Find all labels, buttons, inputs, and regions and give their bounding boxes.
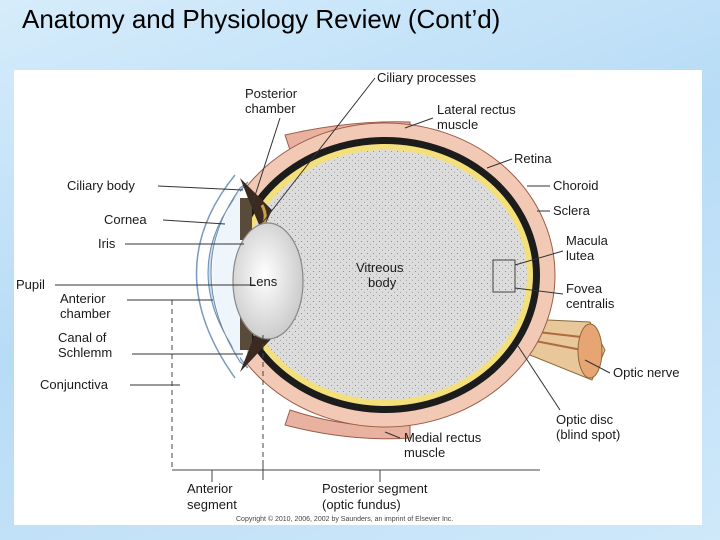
label-fovea-centralis: Fovea centralis [566, 281, 615, 311]
label-sclera: Sclera [553, 203, 591, 218]
copyright-notice: Copyright © 2010, 2006, 2002 by Saunders… [236, 516, 454, 523]
label-optic-nerve: Optic nerve [613, 365, 679, 380]
label-anterior-chamber: Anterior chamber [60, 291, 111, 321]
label-conjunctiva: Conjunctiva [40, 377, 109, 392]
label-ciliary-processes: Ciliary processes [377, 70, 476, 85]
vitreous-body-shape [243, 150, 527, 400]
label-anterior-segment: Anterior segment [187, 481, 237, 512]
label-macula-lutea: Macula lutea [566, 233, 612, 263]
label-medial-rectus-muscle: Medial rectus muscle [404, 430, 485, 460]
medial-rectus-muscle [284, 409, 411, 440]
iris-shape [240, 198, 252, 240]
slide-title: Anatomy and Physiology Review (Cont’d) [22, 4, 501, 34]
optic-nerve-end [577, 323, 603, 379]
macula-marker [492, 259, 516, 293]
label-lens: Lens [249, 274, 278, 289]
label-lateral-rectus-muscle: Lateral rectus muscle [437, 102, 519, 132]
label-posterior-segment: Posterior segment (optic fundus) [322, 481, 431, 512]
label-ciliary-body: Ciliary body [67, 178, 135, 193]
label-optic-disc: Optic disc (blind spot) [556, 412, 620, 442]
label-iris: Iris [98, 236, 116, 251]
label-posterior-chamber: Posterior chamber [245, 86, 301, 116]
label-pupil: Pupil [16, 277, 45, 292]
lens-shape [232, 222, 304, 340]
label-vitreous-body: Vitreous body [356, 260, 407, 290]
label-canal-of-schlemm: Canal of Schlemm [58, 330, 112, 360]
label-cornea: Cornea [104, 212, 147, 227]
label-retina: Retina [514, 151, 552, 166]
label-choroid: Choroid [553, 178, 599, 193]
anterior-chamber-shape [212, 190, 240, 360]
